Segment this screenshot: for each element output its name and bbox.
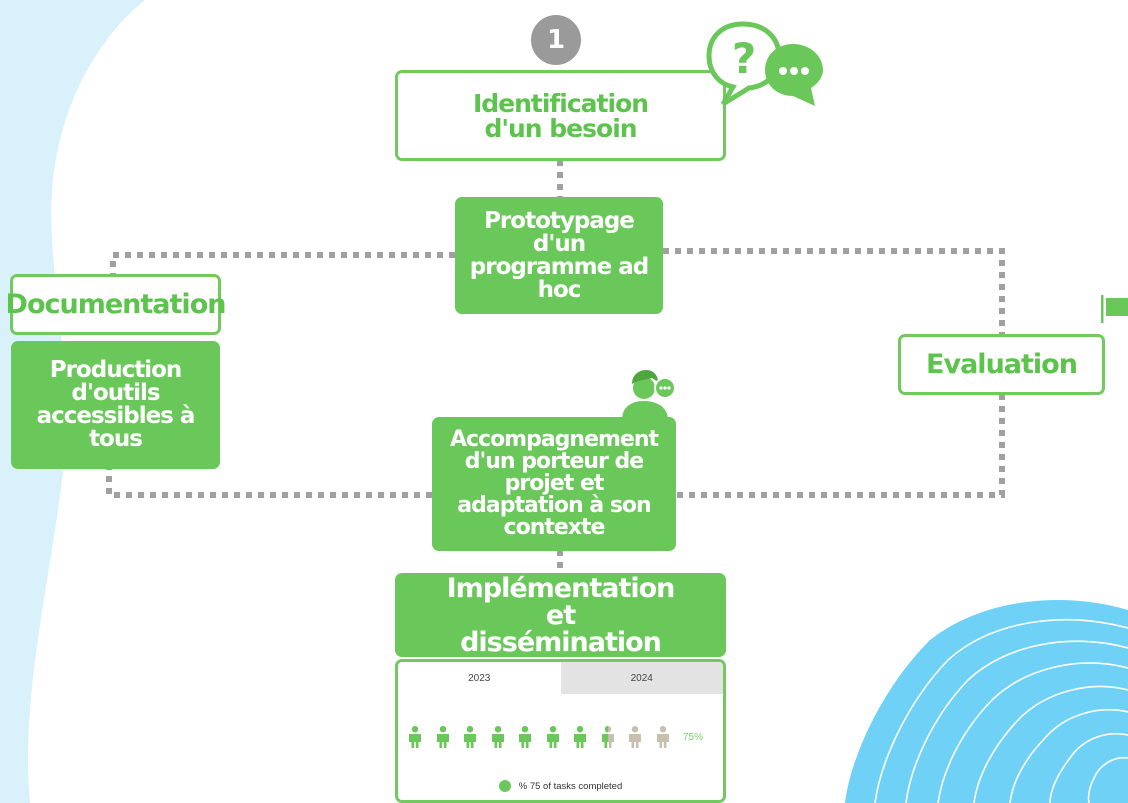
- node-implementation: Implémentation et dissémination: [395, 573, 726, 657]
- node-identification-label: Identification d'un besoin: [472, 88, 649, 143]
- node-accompagnement: Accompagnement d'un porteur de projet et…: [432, 417, 676, 551]
- tab-2024[interactable]: 2024: [560, 662, 723, 694]
- person-icon: [464, 726, 476, 748]
- person-icon: [601, 726, 614, 748]
- legend: % 75 of tasks completed: [398, 780, 723, 792]
- node-implementation-label: Implémentation et dissémination: [446, 572, 676, 658]
- person-icon: [491, 726, 504, 748]
- person-icon: [436, 726, 449, 748]
- node-identification: Identification d'un besoin: [395, 70, 726, 161]
- node-evaluation-label: Evaluation: [926, 349, 1078, 380]
- person-icon: [519, 726, 531, 748]
- connector-left-top: [110, 252, 455, 276]
- topographic-blue-blob: [845, 600, 1128, 803]
- node-documentation: Documentation: [6, 274, 226, 335]
- tab-2023[interactable]: 2023: [468, 672, 491, 684]
- svg-text:?: ?: [732, 34, 756, 83]
- legend-dot-icon: [498, 780, 511, 792]
- node-accompagnement-label: Accompagnement d'un porteur de projet et…: [449, 427, 659, 540]
- node-evaluation: Evaluation: [898, 334, 1105, 395]
- year-tabs: 2023 2024: [398, 662, 723, 694]
- question-chat-icon: ?: [706, 21, 823, 107]
- flag-icon: [1101, 295, 1128, 323]
- node-prototypage: Prototypage d'un programme ad hoc: [455, 197, 663, 314]
- percent-label: 75%: [683, 731, 704, 743]
- people-progress-row: 75%: [406, 726, 703, 748]
- progress-panel: 2023 2024 75% % 75 of tasks completed: [395, 659, 726, 803]
- person-icon: [574, 726, 586, 748]
- contour-lines: [874, 619, 1128, 803]
- connector-left-bottom: [106, 469, 432, 498]
- node-prototypage-label: Prototypage d'un programme ad hoc: [469, 207, 649, 303]
- node-production-label: Production d'outils accessibles à tous: [36, 357, 196, 452]
- connector-right-bottom: [676, 394, 1005, 498]
- node-documentation-label: Documentation: [5, 289, 227, 320]
- legend-label: % 75 of tasks completed: [518, 780, 623, 792]
- connector-right-top: [663, 248, 1005, 336]
- person-icon: [629, 726, 641, 748]
- person-icon: [546, 726, 559, 748]
- person-icon: [409, 726, 421, 748]
- person-icon: [656, 726, 669, 748]
- light-blue-blob: [0, 0, 145, 803]
- advisor-person-icon: [622, 370, 676, 420]
- step-number-badge: 1: [531, 15, 581, 65]
- node-production: Production d'outils accessibles à tous: [11, 341, 220, 469]
